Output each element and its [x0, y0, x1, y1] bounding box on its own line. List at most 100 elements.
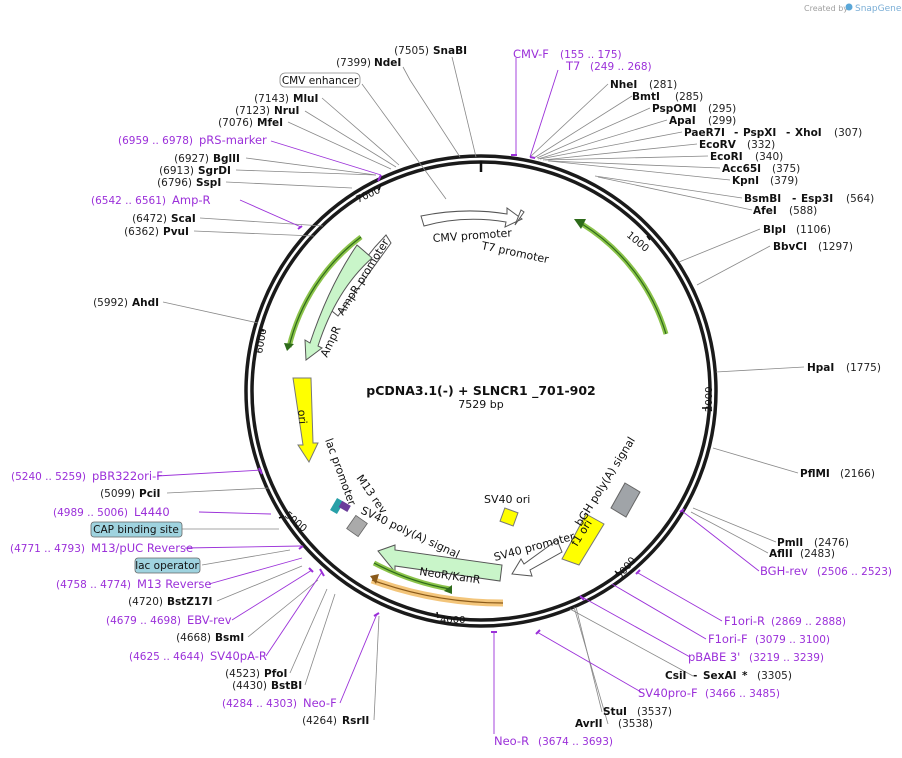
ecori-name[interactable]: EcoRI: [710, 151, 743, 163]
sv40prof-name[interactable]: SV40pro-F: [638, 686, 698, 700]
pbr322-line: [156, 469, 263, 477]
t7-name[interactable]: T7: [565, 59, 580, 73]
pcii-pos: (5099): [100, 488, 135, 500]
connectors: [162, 56, 805, 725]
bgh-polya-label: bGH poly(A) signal: [573, 435, 638, 529]
sexai-name[interactable]: SexAI: [703, 670, 737, 682]
f1-ori-arrow[interactable]: [561, 513, 605, 566]
cmv-enhancer-box[interactable]: [279, 72, 361, 88]
sspi-pos: (6796): [157, 177, 192, 189]
blpi-name[interactable]: BlpI: [763, 224, 786, 236]
pflmi-pos: (2166): [840, 468, 875, 480]
csii-name[interactable]: CsiI: [665, 670, 686, 682]
bghrev-name[interactable]: BGH-rev: [760, 564, 808, 578]
avrii-name[interactable]: AvrII: [575, 718, 603, 730]
bgh-polya-marker[interactable]: [610, 482, 641, 518]
mlui-name[interactable]: MluI: [293, 93, 318, 105]
bsmbi-dash: -: [792, 193, 796, 205]
f1orif-name[interactable]: F1ori-F: [708, 632, 748, 646]
snabi-line: [451, 56, 477, 158]
nhei-name[interactable]: NheI: [610, 79, 637, 91]
lacop-box[interactable]: [134, 557, 201, 574]
sspi-name[interactable]: SspI: [196, 177, 221, 189]
bstz17i-line: [216, 565, 303, 602]
cmv-promoter-arrow[interactable]: [420, 207, 523, 228]
ahdi-name[interactable]: AhdI: [132, 297, 159, 309]
paer7i-name[interactable]: PaeR7I: [684, 127, 725, 139]
bstbi-name[interactable]: BstBI: [271, 680, 302, 692]
psp-name[interactable]: PspOMI: [652, 103, 697, 115]
ampr-arrow[interactable]: [304, 244, 373, 361]
lac-operator-marker[interactable]: [338, 500, 351, 512]
esp3i-name[interactable]: Esp3I: [801, 193, 833, 205]
acc65i-name[interactable]: Acc65I: [722, 163, 761, 175]
f1orif-line: [611, 583, 707, 640]
pcii-name[interactable]: PciI: [139, 488, 160, 500]
cmvf-pos: (155 .. 175): [560, 49, 622, 61]
orf-arc[interactable]: [370, 576, 504, 607]
sgrdi-name[interactable]: SgrDI: [198, 165, 231, 177]
bmti-name[interactable]: BmtI: [632, 91, 660, 103]
m13-rev-marker[interactable]: [330, 497, 344, 515]
nrui-name[interactable]: NruI: [274, 105, 299, 117]
t7-pos: (249 .. 268): [590, 61, 652, 73]
ruler-tick-3000: [614, 570, 620, 576]
sspi-line: [225, 181, 353, 189]
sv40-promoter-arrow[interactable]: [511, 539, 563, 577]
pmli-name[interactable]: PmlI: [777, 537, 803, 549]
prs-pos: (6959 .. 6978): [118, 135, 193, 147]
mfei-name[interactable]: MfeI: [257, 117, 283, 129]
ndei-name[interactable]: NdeI: [374, 57, 401, 69]
snabi-name[interactable]: SnaBI: [433, 45, 467, 57]
neof-name[interactable]: Neo-F: [303, 696, 337, 710]
ori-arrow[interactable]: [292, 377, 319, 464]
scai-line: [199, 217, 324, 227]
sv40-ori-marker[interactable]: [499, 507, 519, 527]
bstz17i-name[interactable]: BstZ17I: [167, 596, 212, 608]
cap-box[interactable]: [90, 521, 183, 538]
pfoi-name[interactable]: PfoI: [264, 668, 287, 680]
bglii-name[interactable]: BglII: [213, 153, 240, 165]
bstz17i-pos: (4720): [128, 596, 163, 608]
pflmi-name[interactable]: PflMI: [800, 468, 830, 480]
afei-name[interactable]: AfeI: [753, 205, 777, 217]
apai-name[interactable]: ApaI: [669, 115, 696, 127]
bsmbi-name[interactable]: BsmBI: [744, 193, 781, 205]
credit-brand: SnapGene: [855, 4, 902, 14]
kpni-name[interactable]: KpnI: [732, 175, 759, 187]
ebvrev-name[interactable]: EBV-rev: [187, 613, 232, 627]
prs-name[interactable]: pRS-marker: [199, 133, 267, 147]
m13puc-name[interactable]: M13/pUC Reverse: [91, 541, 193, 555]
nrui-pos: (7123): [235, 105, 270, 117]
rsrii-line: [373, 615, 380, 721]
f1orir-name[interactable]: F1ori-R: [724, 614, 765, 628]
bsmi-name[interactable]: BsmI: [215, 632, 244, 644]
pbr322-name[interactable]: pBR322ori-F: [92, 469, 163, 483]
m13rev-line: [208, 557, 303, 585]
bghrev-line: [681, 510, 760, 572]
cmvf-name[interactable]: CMV-F: [513, 47, 549, 61]
stui-name[interactable]: StuI: [603, 706, 627, 718]
pspxi-name[interactable]: PspXI: [743, 127, 776, 139]
ecorv-name[interactable]: EcoRV: [699, 139, 737, 151]
sv40prof-line: [536, 631, 642, 693]
ampr-primer-name[interactable]: Amp-R: [172, 193, 211, 207]
scai-name[interactable]: ScaI: [171, 213, 196, 225]
bbvci-name[interactable]: BbvCI: [773, 241, 807, 253]
neor-primer-name[interactable]: Neo-R: [494, 734, 529, 748]
pbabe-name[interactable]: pBABE 3': [688, 650, 740, 664]
hpai-name[interactable]: HpaI: [807, 362, 834, 374]
plasmid-name: pCDNA3.1(-) + SLNCR1 _701-902: [366, 383, 595, 399]
bghrev-tick: [679, 508, 685, 513]
pvui-name[interactable]: PvuI: [163, 226, 189, 238]
m13rev-name[interactable]: M13 Reverse: [137, 577, 211, 591]
rsrii-name[interactable]: RsrII: [342, 715, 369, 727]
t7-promoter-arrow[interactable]: [514, 209, 525, 226]
l4440-name[interactable]: L4440: [134, 505, 170, 519]
xhoi-name[interactable]: XhoI: [795, 127, 822, 139]
nhei-pos: (281): [649, 79, 677, 91]
aflii-name[interactable]: AflII: [769, 548, 793, 560]
f1orir-pos: (2869 .. 2888): [771, 616, 846, 628]
cap-site-marker[interactable]: [346, 514, 368, 538]
sv40par-name[interactable]: SV40pA-R: [210, 649, 267, 663]
